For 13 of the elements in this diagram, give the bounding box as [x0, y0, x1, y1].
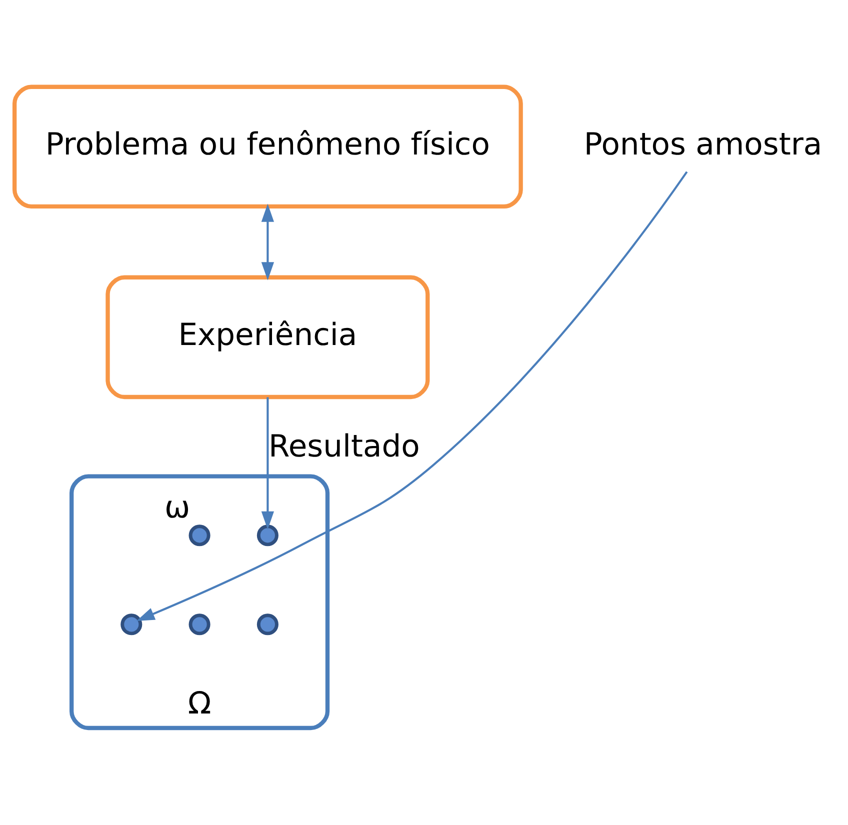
arrow: [260, 203, 274, 280]
edge-label: Resultado: [268, 428, 420, 464]
node-circle: [256, 613, 278, 635]
arrow: [260, 396, 274, 529]
node-circle: [256, 524, 278, 546]
node-circle: [188, 524, 210, 546]
node-circle: [120, 613, 142, 635]
node-text: Pontos amostra: [583, 126, 822, 162]
node-box: Problema ou fenômeno físico: [12, 84, 522, 208]
node-box: Experiência: [105, 274, 430, 399]
node-circle: [188, 613, 210, 635]
node-label: ω: [164, 490, 190, 525]
arrow: [136, 170, 688, 620]
